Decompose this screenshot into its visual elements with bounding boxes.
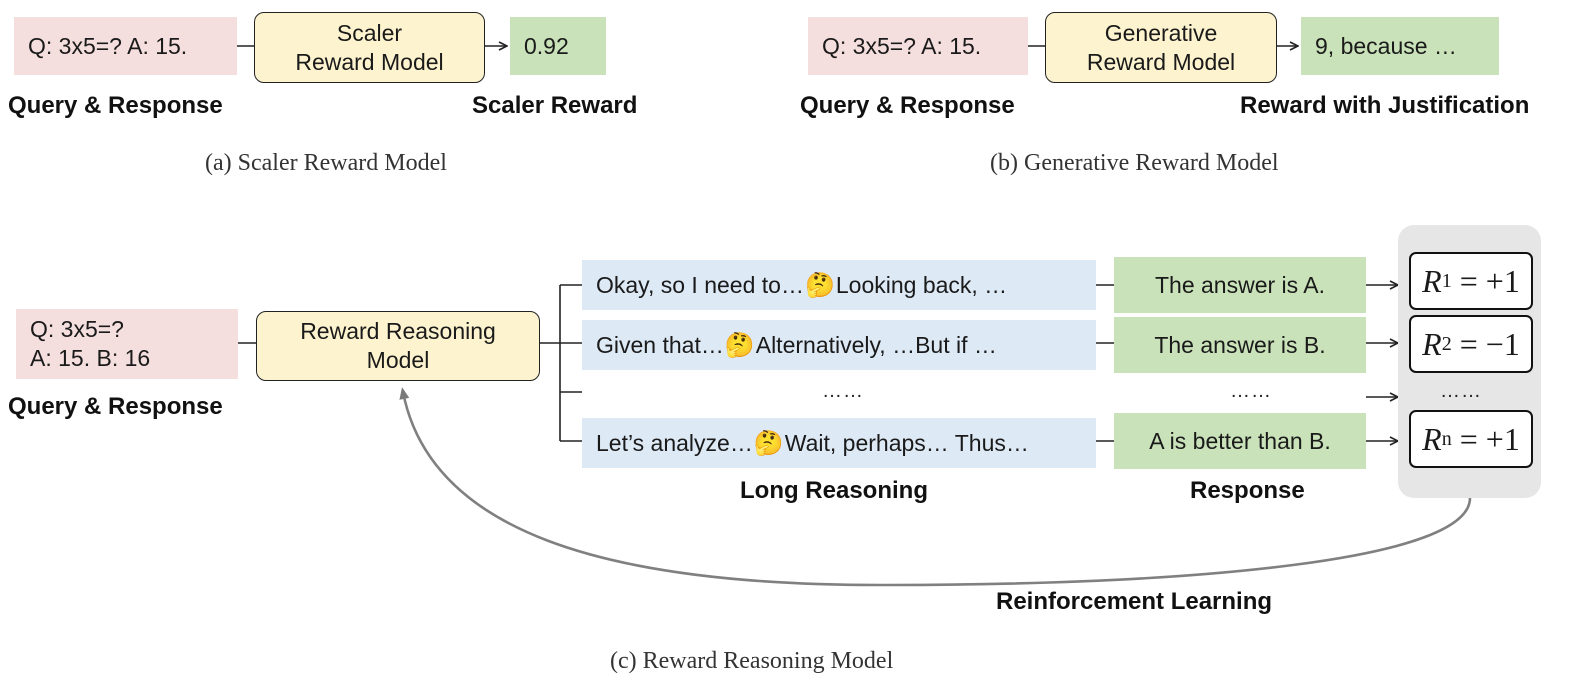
c-reasoning-after: Wait, perhaps… Thus… bbox=[784, 429, 1029, 456]
c-score-value: = +1 bbox=[1459, 262, 1520, 299]
c-reasoning-row: Okay, so I need to… 🤔 Looking back, … bbox=[582, 260, 1096, 310]
c-response-box: The answer is B. bbox=[1114, 317, 1366, 373]
c-score-symbol: R bbox=[1422, 325, 1442, 362]
b-output-box: 9, because … bbox=[1301, 17, 1499, 75]
c-score-value: = +1 bbox=[1459, 420, 1520, 457]
c-reasoning-model-box: Reward Reasoning Model bbox=[256, 311, 540, 381]
a-model-line2: Reward Model bbox=[295, 48, 444, 75]
b-generative-model-box: Generative Reward Model bbox=[1045, 12, 1277, 83]
a-label-scaler-reward: Scaler Reward bbox=[472, 92, 638, 119]
c-label-response: Response bbox=[1190, 477, 1305, 504]
c-reasoning-row: Let’s analyze… 🤔 Wait, perhaps… Thus… bbox=[582, 418, 1096, 468]
c-score-subscript: 1 bbox=[1441, 269, 1452, 292]
c-query-line1: Q: 3x5=? bbox=[30, 316, 124, 343]
c-reasoning-row: Given that… 🤔 Alternatively, …But if … bbox=[582, 320, 1096, 370]
b-query-text: Q: 3x5=? A: 15. bbox=[822, 32, 982, 59]
a-caption: (a) Scaler Reward Model bbox=[205, 150, 447, 176]
c-reasoning-before: Let’s analyze… bbox=[596, 429, 753, 456]
b-query-box: Q: 3x5=? A: 15. bbox=[808, 17, 1028, 75]
c-model-line2: Model bbox=[366, 347, 430, 373]
c-score-ellipsis: …… bbox=[1440, 380, 1482, 402]
c-response-box: The answer is A. bbox=[1114, 257, 1366, 313]
c-score-subscript: n bbox=[1441, 427, 1452, 450]
a-query-box: Q: 3x5=? A: 15. bbox=[14, 17, 237, 75]
c-response-box: A is better than B. bbox=[1114, 413, 1366, 469]
c-response-ellipsis: …… bbox=[1230, 380, 1272, 402]
a-output-text: 0.92 bbox=[524, 32, 569, 59]
a-label-query-response: Query & Response bbox=[8, 92, 223, 119]
c-response-text: The answer is B. bbox=[1154, 331, 1326, 358]
c-score-symbol: R bbox=[1422, 420, 1442, 457]
c-score-symbol: R bbox=[1422, 262, 1442, 299]
b-model-line2: Reward Model bbox=[1086, 48, 1236, 75]
a-query-text: Q: 3x5=? A: 15. bbox=[28, 32, 188, 59]
c-reasoning-after: Alternatively, …But if … bbox=[755, 331, 997, 358]
c-response-text: A is better than B. bbox=[1149, 427, 1331, 454]
b-caption: (b) Generative Reward Model bbox=[990, 150, 1279, 176]
c-reasoning-ellipsis: …… bbox=[822, 380, 864, 402]
c-score-value: = −1 bbox=[1459, 325, 1520, 362]
c-query-line2: A: 15. B: 16 bbox=[30, 345, 151, 371]
c-reasoning-after: Looking back, … bbox=[835, 271, 1008, 298]
thinking-face-icon: 🤔 bbox=[724, 331, 755, 359]
c-label-reinforcement-learning: Reinforcement Learning bbox=[996, 588, 1273, 615]
thinking-face-icon: 🤔 bbox=[753, 429, 784, 457]
b-output-text: 9, because … bbox=[1315, 32, 1457, 59]
a-model-line1: Scaler bbox=[336, 19, 403, 46]
c-label-query-response: Query & Response bbox=[8, 393, 223, 420]
a-scaler-model-box: Scaler Reward Model bbox=[254, 12, 485, 83]
thinking-face-icon: 🤔 bbox=[804, 271, 835, 299]
c-rl-feedback-arrow bbox=[399, 387, 1472, 587]
c-caption: (c) Reward Reasoning Model bbox=[610, 648, 894, 674]
c-score-subscript: 2 bbox=[1441, 332, 1452, 355]
a-output-box: 0.92 bbox=[510, 17, 606, 75]
c-reasoning-before: Okay, so I need to… bbox=[596, 271, 804, 298]
b-label-reward-justification: Reward with Justification bbox=[1240, 92, 1530, 119]
c-model-line1: Reward Reasoning bbox=[300, 318, 496, 345]
c-label-long-reasoning: Long Reasoning bbox=[740, 477, 928, 504]
c-response-text: The answer is A. bbox=[1154, 271, 1326, 298]
c-query-box: Q: 3x5=? A: 15. B: 16 bbox=[16, 309, 238, 379]
c-reasoning-before: Given that… bbox=[596, 331, 724, 358]
b-model-line1: Generative bbox=[1104, 19, 1218, 46]
b-label-query-response: Query & Response bbox=[800, 92, 1015, 119]
